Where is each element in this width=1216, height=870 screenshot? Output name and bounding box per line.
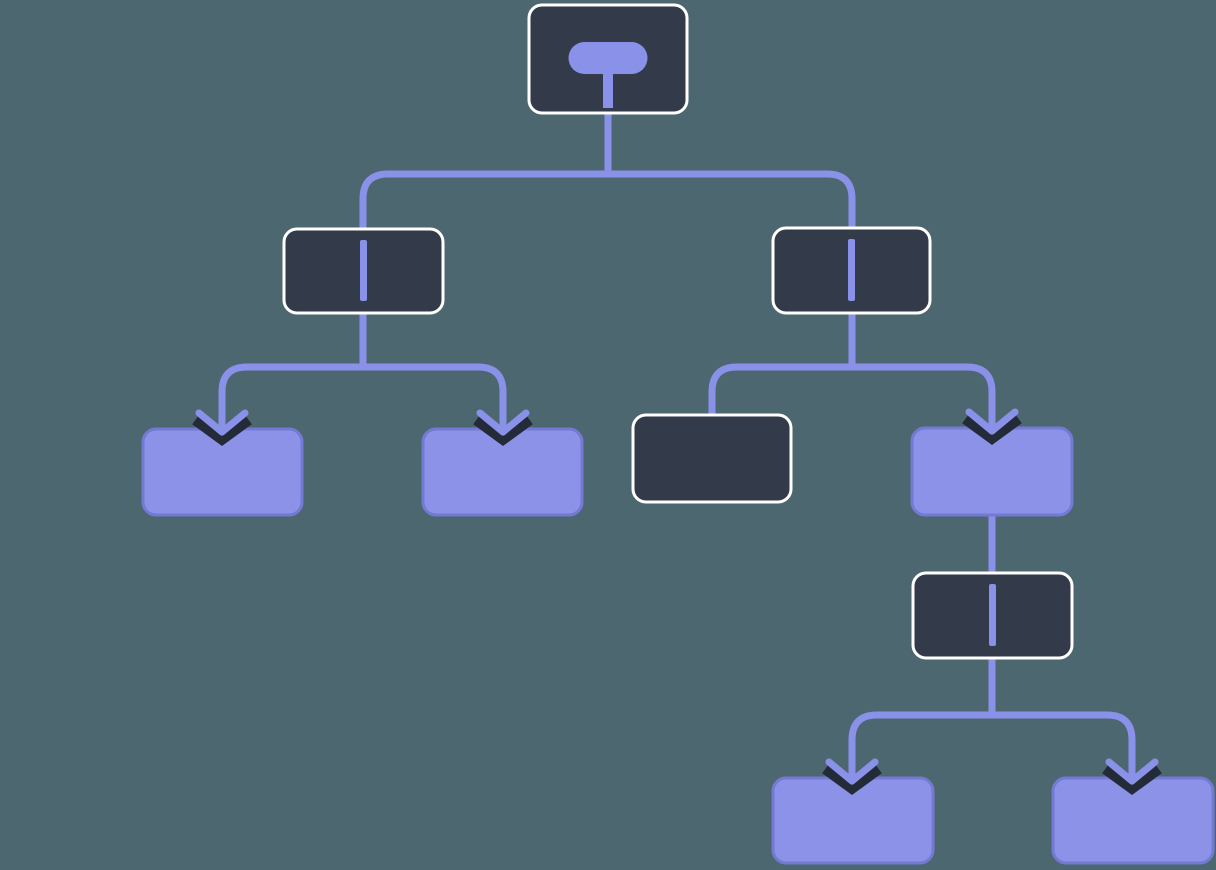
node-node-plain[interactable] bbox=[631, 413, 793, 504]
edge-tee-left bbox=[218, 363, 507, 431]
node-branch-right[interactable] bbox=[771, 226, 932, 315]
chevron-shadow bbox=[473, 413, 533, 447]
chevron-down-icon bbox=[822, 758, 882, 796]
chevron-shadow bbox=[1102, 762, 1162, 796]
pill-icon bbox=[568, 42, 648, 74]
dark-node-box[interactable] bbox=[631, 413, 793, 504]
chevron-shadow bbox=[822, 762, 882, 796]
chevron-arrowhead bbox=[825, 758, 879, 785]
chevron-arrowhead bbox=[195, 409, 249, 436]
edge-tee-right bbox=[708, 363, 996, 430]
chevron-shadow bbox=[192, 413, 252, 447]
root-connector-icon bbox=[568, 42, 648, 108]
chevron-arrowhead bbox=[476, 409, 530, 436]
node-branch-bottom[interactable] bbox=[911, 571, 1074, 660]
chevron-down-icon bbox=[192, 409, 252, 447]
node-branch-left[interactable] bbox=[282, 227, 445, 315]
chevron-down-icon bbox=[1102, 758, 1162, 796]
chevron-arrowhead bbox=[965, 408, 1019, 435]
chevron-shadow bbox=[962, 412, 1022, 446]
node-root[interactable] bbox=[527, 3, 689, 115]
chevron-arrowhead bbox=[1105, 758, 1159, 785]
edge-tee-bottom bbox=[848, 711, 1136, 780]
chevron-down-icon bbox=[962, 408, 1022, 446]
arrows-layer bbox=[192, 408, 1162, 796]
nodes-layer bbox=[141, 3, 1215, 865]
passthrough-line bbox=[360, 240, 367, 301]
edge-tee-top bbox=[359, 170, 856, 232]
chevron-down-icon bbox=[473, 409, 533, 447]
passthrough-line bbox=[848, 239, 855, 301]
edges-layer bbox=[218, 110, 1136, 780]
pill-stem bbox=[603, 68, 613, 108]
passthrough-line bbox=[989, 584, 996, 646]
